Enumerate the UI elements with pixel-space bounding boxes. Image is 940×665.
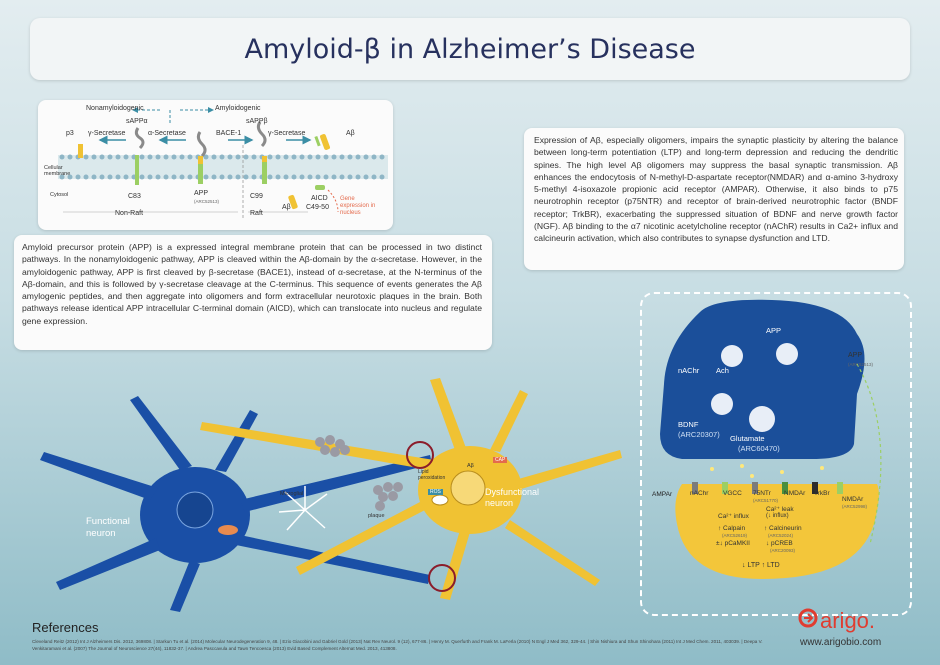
nachr-post-label: nAChr bbox=[690, 490, 709, 497]
glutamate-label: Glutamate bbox=[730, 434, 765, 443]
abeta-bottom-label: Aβ bbox=[282, 204, 291, 211]
cytosol-label: Cytosol bbox=[50, 192, 69, 198]
presynaptic-terminal bbox=[660, 299, 865, 459]
sappa-label: sAPPα bbox=[126, 118, 148, 125]
synapse-diagram bbox=[660, 299, 882, 579]
nmdar-right-label: NMDAr bbox=[842, 496, 864, 503]
aicd-fragment bbox=[315, 185, 325, 190]
abeta-effects-text: Expression of Aβ, especially oligomers, … bbox=[534, 135, 898, 244]
references-text: Cleveland Reitz (2012) Int J Alzheimers … bbox=[32, 639, 763, 651]
bace1-label: BACE-1 bbox=[216, 130, 242, 137]
postsynaptic-terminal bbox=[675, 484, 879, 579]
raft-label: Raft bbox=[250, 210, 263, 217]
ach-label: Ach bbox=[716, 366, 729, 375]
vgcc-label: VGCC bbox=[723, 490, 742, 497]
gamma-secretase-left-label: γ-Secretase bbox=[88, 130, 126, 137]
gene-expression-arrow bbox=[327, 189, 339, 213]
synapse-panel bbox=[640, 292, 912, 616]
title-banner: Amyloid-β in Alzheimer’s Disease bbox=[30, 18, 910, 80]
lipid-bilayer bbox=[59, 154, 385, 180]
abeta-top-label: Aβ bbox=[346, 130, 355, 137]
ampar-label: AMPAr bbox=[652, 491, 673, 498]
pcreb-label: ↓ pCREB bbox=[766, 540, 793, 547]
gene-expression-label: Gene expression in nucleus bbox=[340, 196, 376, 216]
nonamyloidogenic-label: Nonamyloidogenic bbox=[86, 105, 144, 112]
page-title: Amyloid-β in Alzheimer’s Disease bbox=[244, 33, 696, 65]
calcineurin-label: ↑ Calcineurin bbox=[764, 525, 802, 532]
app-protein bbox=[196, 131, 207, 184]
non-raft-label: Non-Raft bbox=[115, 210, 144, 217]
ca-leak-sub-label: (↓ influx) bbox=[766, 513, 789, 519]
p75ntr-cat-label: (ARC51770) bbox=[753, 498, 779, 503]
p75ntr-label: 75NTr bbox=[753, 490, 771, 497]
neurons-illustration bbox=[40, 378, 622, 612]
microglial-label: Microglial bbox=[280, 491, 304, 497]
lipid-peroxidation-label: Lipid peroxidation bbox=[418, 469, 446, 481]
amyloidogenic-label: Amyloidogenic bbox=[215, 105, 261, 112]
app-label: APP bbox=[194, 190, 209, 197]
ltp-ltd-label: ↓ LTP ↑ LTD bbox=[742, 562, 780, 569]
bdnf-label: BDNF bbox=[678, 420, 699, 429]
dysfunctional-neuron-label: Dysfunctional neuron bbox=[485, 487, 540, 508]
aicd-label: AICD bbox=[311, 195, 328, 202]
c99-fragment bbox=[262, 156, 267, 184]
sappa-protein bbox=[134, 127, 145, 150]
c83-fragment bbox=[135, 155, 139, 185]
c99-label: C99 bbox=[250, 193, 263, 200]
app-top-label: APP bbox=[766, 326, 782, 335]
glutamate-cat-label: (ARC60470) bbox=[738, 444, 780, 453]
synapse-highlight-circle bbox=[406, 441, 434, 469]
functional-neuron-label: Functional neuron bbox=[86, 516, 130, 539]
bdnf-cat-label: (ARC20307) bbox=[678, 430, 720, 439]
c83-label: C83 bbox=[128, 193, 141, 200]
microglial-cell bbox=[278, 486, 328, 531]
trkbr-label: TrkBr bbox=[814, 490, 830, 497]
functional-nucleus bbox=[176, 491, 238, 535]
cap-label: CAP bbox=[493, 457, 508, 463]
app-right-cat-label: (ARC52513) bbox=[848, 362, 874, 367]
references-title: References bbox=[32, 620, 99, 635]
alpha-secretase-label: α-Secretase bbox=[148, 130, 186, 137]
brand-url[interactable]: www.arigobio.com bbox=[800, 637, 882, 648]
pcreb-cat-label: (ARC20093) bbox=[770, 548, 796, 553]
sappb-label: sAPPβ bbox=[246, 118, 268, 125]
nmdar-label: NMDAr bbox=[784, 490, 806, 497]
p3-label: p3 bbox=[66, 130, 74, 137]
ca-influx-label: Ca²⁺ influx bbox=[718, 513, 749, 520]
sappb-protein bbox=[256, 121, 267, 148]
abeta-peptide bbox=[314, 134, 330, 150]
app-cat-label: (ARC52513) bbox=[194, 199, 220, 204]
c49-50-label: C49-50 bbox=[306, 204, 329, 211]
app-right-label: APP bbox=[848, 352, 863, 359]
dysfunctional-nucleus bbox=[431, 470, 486, 506]
plaque-label: plaque bbox=[368, 513, 385, 519]
recycling-arrow bbox=[856, 363, 882, 545]
gamma-secretase-right-label: γ-Secretase bbox=[268, 130, 306, 137]
nmdar-right-cat-label: (ARC52998) bbox=[842, 504, 868, 509]
arigo-logo-icon bbox=[798, 608, 818, 628]
pcamkii-label: ±↓ pCaMKII bbox=[716, 540, 750, 547]
brand-name: arigo. bbox=[820, 608, 876, 633]
calpain-cat-label: (ARC52619) bbox=[722, 533, 748, 538]
neurotransmitter-vesicles bbox=[711, 343, 798, 432]
p3-fragment bbox=[78, 144, 83, 158]
synaptic-cleft-molecules bbox=[710, 464, 824, 478]
calpain-label: ↑ Calpain bbox=[718, 525, 746, 532]
app-description-text: Amyloid precursor protein (APP) is a exp… bbox=[22, 242, 482, 326]
receptors bbox=[692, 482, 843, 494]
dysfunctional-neuron bbox=[200, 378, 622, 600]
abeta-peptide-bottom bbox=[288, 194, 298, 210]
ca-leak-label: Ca²⁺ leak bbox=[766, 506, 794, 513]
app-description-panel bbox=[14, 235, 492, 350]
ros-label: ROS bbox=[428, 489, 443, 495]
abeta-plaque-cluster bbox=[315, 435, 403, 511]
abeta-neuron-label: Aβ bbox=[467, 463, 474, 469]
abeta-effects-panel bbox=[524, 128, 904, 270]
synapse-highlight-circle-lower bbox=[428, 564, 456, 592]
cellular-membrane-label: Cellular membrane bbox=[44, 165, 71, 177]
calcineurin-cat-label: (ARC52024) bbox=[768, 533, 794, 538]
app-pathway-diagram bbox=[58, 107, 388, 218]
nachr-pre-label: nAChr bbox=[678, 366, 700, 375]
